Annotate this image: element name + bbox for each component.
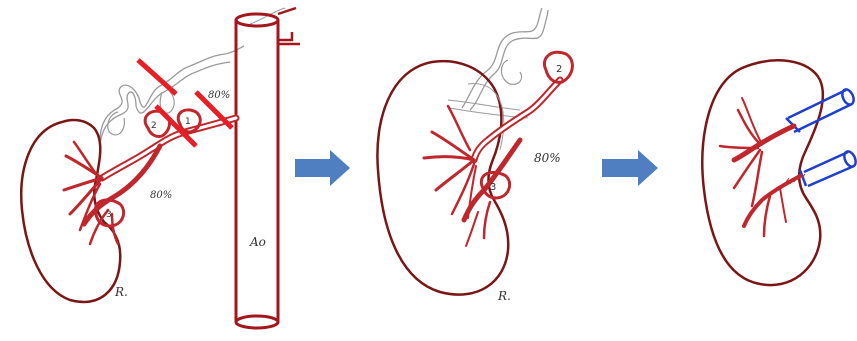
- right-arrow-icon: [295, 150, 350, 186]
- tortuous-vessel-sketch: [100, 46, 244, 162]
- branch-label-3: 3: [106, 210, 112, 220]
- stenosis-label: 80%: [534, 151, 561, 165]
- tortuous-loop-sketch: [108, 112, 125, 135]
- panel-2-reconstruction: 2 3 80% R.: [377, 8, 572, 303]
- graft-vessel-lower: [804, 152, 854, 186]
- kidney-side-label: R.: [114, 285, 128, 299]
- panel-1-original-anatomy: Ao 2 1 3 80% 80% R.: [21, 8, 300, 328]
- branch-label-3: 3: [490, 182, 496, 193]
- graft-vessels: [786, 88, 857, 186]
- stenosis-label-lower: 80%: [150, 190, 172, 201]
- aorta: [236, 8, 300, 328]
- branch-label-1: 1: [185, 117, 191, 127]
- tortuous-loop-sketch: [501, 60, 521, 84]
- right-arrow-icon: [602, 150, 658, 186]
- branch-label-2: 2: [556, 64, 562, 75]
- kidney-outline: [377, 61, 508, 294]
- branch-label-2: 2: [151, 121, 157, 131]
- panel-3-autotransplant: [702, 60, 857, 285]
- stenosis-label-upper: 80%: [208, 90, 230, 101]
- pencil-line: [448, 100, 528, 118]
- renal-artery-tree: [64, 118, 236, 244]
- tortuous-vessel-sketch: [462, 8, 548, 110]
- aorta-label: Ao: [249, 235, 266, 249]
- kidney-side-label: R.: [497, 289, 511, 303]
